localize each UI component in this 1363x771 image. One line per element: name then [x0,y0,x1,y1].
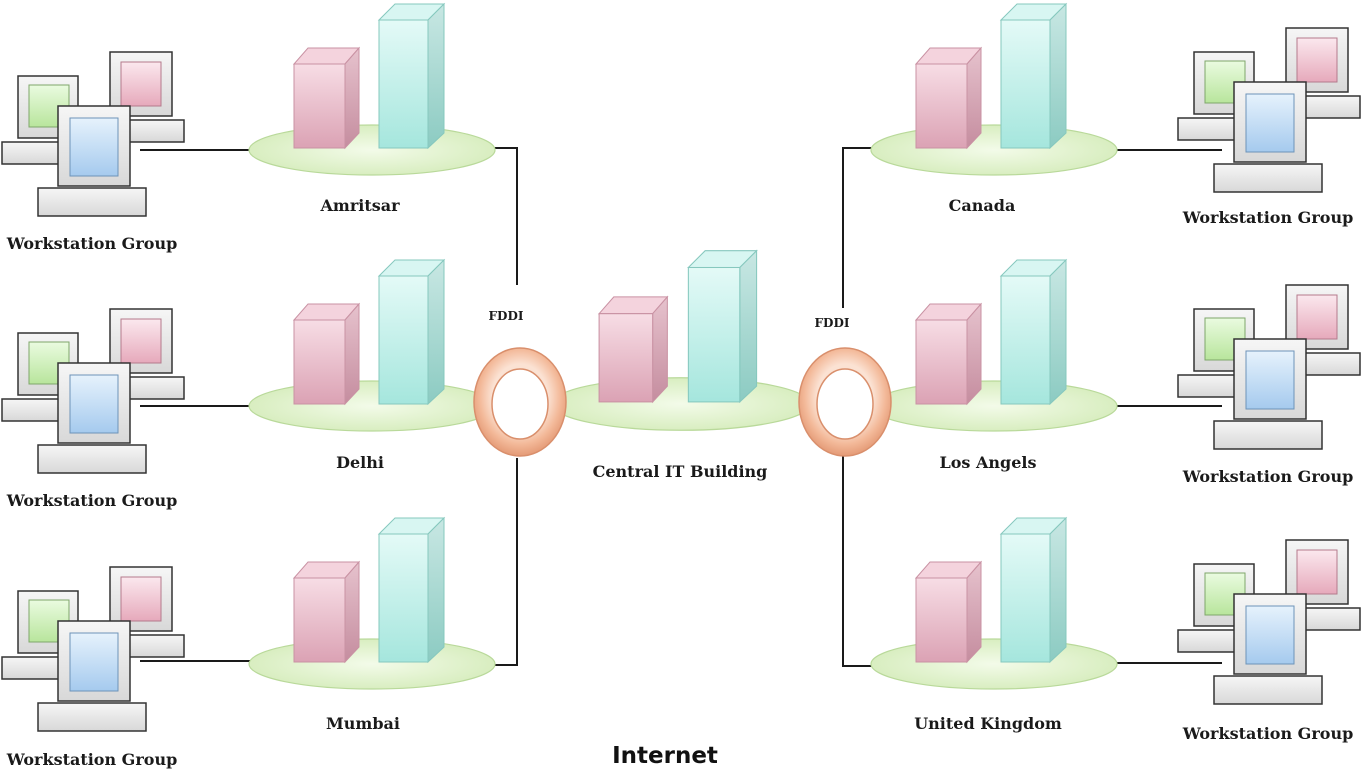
fddi-label-left: FDDI [489,309,524,323]
site-mumbai [248,517,496,690]
fddi-label-right: FDDI [815,316,850,330]
site-label-delhi: Delhi [336,453,384,472]
site-amritsar [248,3,496,176]
site-label-mumbai: Mumbai [326,714,400,733]
site-label-amritsar: Amritsar [319,196,400,215]
diagram-title: Internet [612,743,718,769]
central-it-building [551,250,811,431]
site-label-united-kingdom: United Kingdom [914,714,1062,733]
workstation-label-left-1: Workstation Group [6,234,178,253]
workstation-label-left-3: Workstation Group [6,750,178,769]
site-los-angels [870,259,1118,432]
workstation-label-right-2: Workstation Group [1182,467,1354,486]
fddi-ring-left [473,347,567,457]
connection-lines [140,147,1222,667]
workstation-group-right-3 [1177,539,1361,705]
site-canada [870,3,1118,176]
site-label-canada: Canada [949,196,1016,215]
workstation-group-left-2 [1,308,185,474]
workstation-group-right-1 [1177,27,1361,193]
workstation-group-right-2 [1177,284,1361,450]
workstation-label-left-2: Workstation Group [6,491,178,510]
site-label-los-angels: Los Angels [940,453,1037,472]
workstation-group-left-3 [1,566,185,732]
central-label: Central IT Building [593,462,768,481]
workstation-group-left-1 [1,51,185,217]
workstation-label-right-1: Workstation Group [1182,208,1354,227]
site-delhi [248,259,496,432]
site-united-kingdom [870,517,1118,690]
workstation-label-right-3: Workstation Group [1182,724,1354,743]
fddi-ring-right [798,347,892,457]
